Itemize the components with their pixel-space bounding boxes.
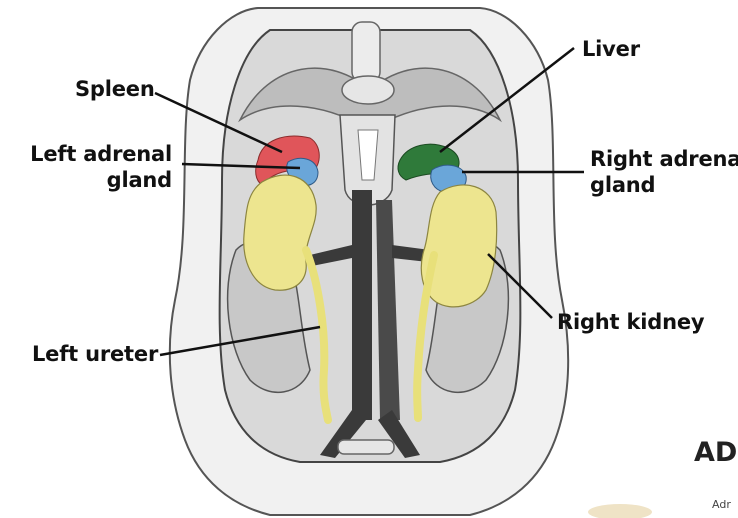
clipped-caption: Adr: [712, 498, 731, 511]
corner-smudge: [588, 504, 652, 518]
vertebra-top: [342, 76, 394, 104]
pelvic-structure: [338, 440, 394, 454]
spleen-label: Spleen: [75, 76, 155, 102]
sternum: [352, 22, 380, 82]
clipped-heading: AD: [694, 437, 737, 468]
left-kidney-organ: [244, 175, 316, 290]
aorta: [352, 190, 372, 420]
liver-label: Liver: [582, 36, 640, 62]
esophagus-inner: [358, 130, 378, 180]
right-adrenal-label: Right adrenal gland: [590, 146, 738, 198]
left-adrenal-label: Left adrenal gland: [12, 141, 172, 193]
left-ureter-label: Left ureter: [32, 341, 158, 367]
right-adrenal-label-line2: gland: [590, 173, 655, 197]
right-adrenal-label-line1: Right adrenal: [590, 147, 738, 171]
right-kidney-label: Right kidney: [557, 309, 704, 335]
left-adrenal-label-line1: Left adrenal: [30, 142, 172, 166]
left-adrenal-label-line2: gland: [107, 168, 172, 192]
